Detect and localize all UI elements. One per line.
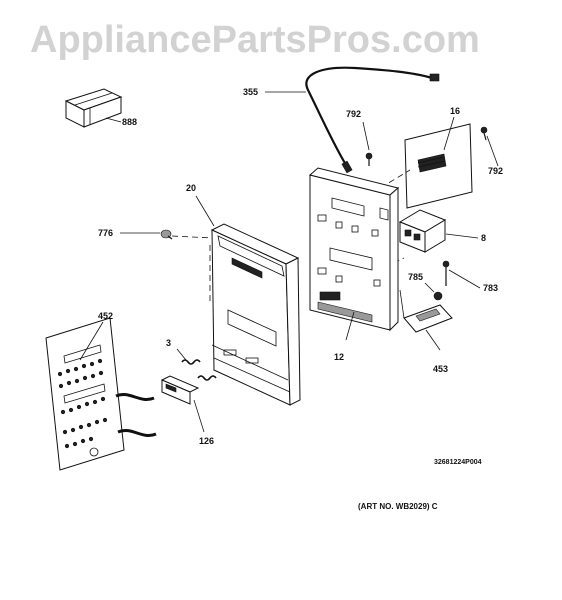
part-792-screw-right [480,126,488,141]
leader-792-left [362,121,370,151]
callout-355: 355 [243,87,258,97]
callout-126: 126 [199,436,214,446]
alignment-line-board [371,169,411,194]
alignment-line-776 [171,235,214,239]
callout-8: 8 [481,233,486,243]
part-355-cable [305,66,440,174]
leader-783 [448,269,481,289]
callout-12: 12 [334,352,344,362]
callout-888: 888 [122,117,137,127]
callout-792-right: 792 [488,166,503,176]
callout-785: 785 [408,272,423,282]
part-20-control-panel [210,223,301,406]
part-888-box [64,88,123,128]
leader-785 [424,282,435,293]
part-785-nut [433,291,443,301]
callout-453: 453 [433,364,448,374]
callout-452: 452 [98,311,113,321]
leader-20 [195,195,215,227]
leader-12 [345,311,355,341]
callout-16: 16 [450,106,460,116]
leader-888 [105,117,122,123]
leader-792-right [486,135,499,167]
leader-3 [176,348,187,361]
leader-452 [79,321,104,361]
part-12-control-housing [308,167,400,332]
part-776-screw [160,229,173,240]
callout-792-left: 792 [346,109,361,119]
drawing-code: 32681224P004 [434,459,482,466]
part-8-bracket [398,209,447,253]
part-783-screw [442,260,450,286]
watermark-text: AppliancePartsPros.com [30,19,480,61]
part-792-screw-left [365,152,373,166]
callout-776: 776 [98,228,113,238]
callout-3: 3 [166,338,171,348]
part-126-button-bar [160,375,200,405]
callout-20: 20 [186,183,196,193]
leader-8 [445,233,479,239]
art-number: (ART NO. WB2029) C [358,502,438,511]
leader-453 [425,329,441,351]
part-16-circuit-board [404,123,473,209]
part-453-plate [399,289,453,333]
part-452-keypad [45,317,157,471]
callout-783: 783 [483,283,498,293]
part-3-springs [181,359,217,381]
leader-16 [443,116,455,151]
leader-126 [193,399,205,433]
